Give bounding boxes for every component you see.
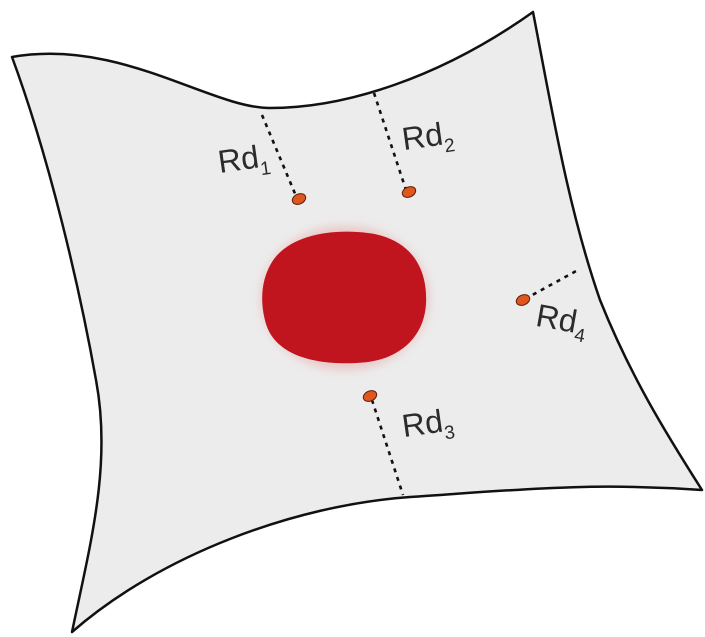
nucleus (261, 226, 429, 370)
nucleus-body (262, 232, 426, 364)
